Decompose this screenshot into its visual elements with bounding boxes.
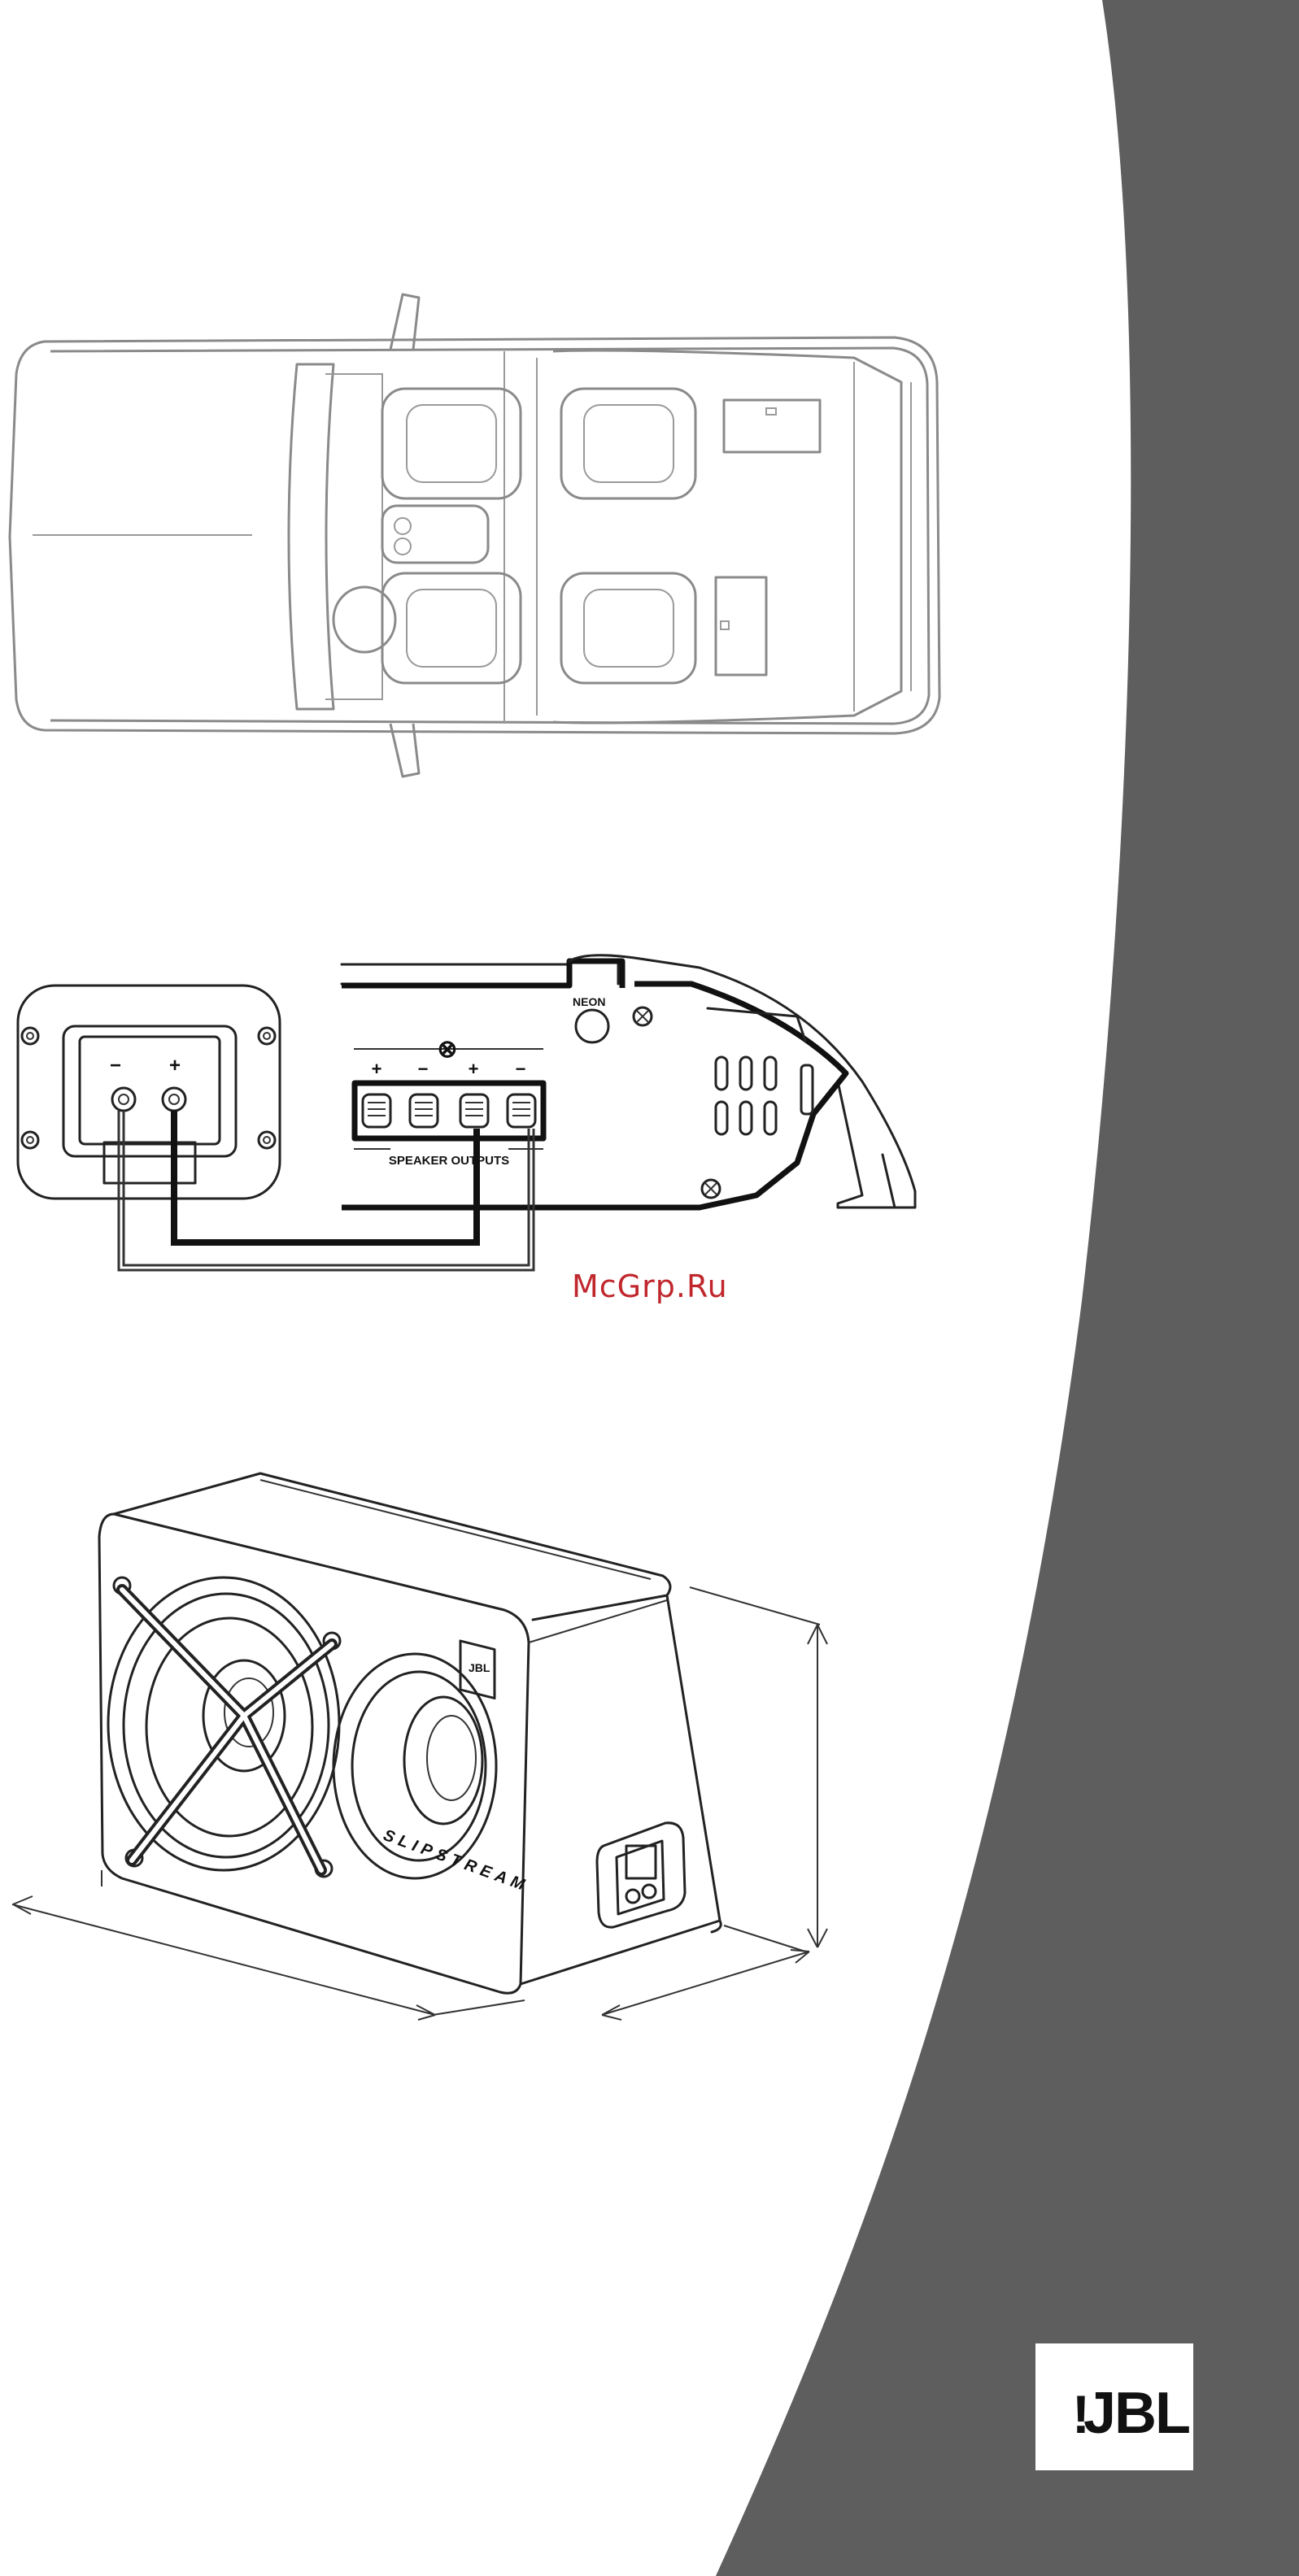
subwoofer-terminal-cup: − + xyxy=(18,986,280,1199)
enclosure-badge-text: JBL xyxy=(469,1661,490,1674)
amp-terminal-sign-4: − xyxy=(516,1059,526,1079)
amp-neon-label: NEON xyxy=(573,995,605,1008)
terminal-screw-icon xyxy=(508,1094,535,1127)
enclosure-drawing: SLIPSTREAM JBL xyxy=(12,1473,827,2020)
windshield xyxy=(289,364,333,709)
amp-ground-symbol: ⊗ xyxy=(437,1036,457,1063)
slipstream-port: SLIPSTREAM xyxy=(333,1654,531,1895)
screw-icon xyxy=(702,1180,720,1198)
speaker-output-terminal-block xyxy=(355,1083,543,1138)
rear-seat-right xyxy=(561,573,695,683)
amp-speaker-outputs-label: SPEAKER OUTPUTS xyxy=(389,1154,509,1168)
wiring-diagram: − + NEON xyxy=(18,955,915,1270)
amp-terminal-sign-2: − xyxy=(418,1059,429,1079)
enclosure-front-face xyxy=(99,1514,529,1993)
negative-speaker-wire xyxy=(119,1111,534,1270)
mirror-left xyxy=(390,294,419,350)
sub-terminal-positive xyxy=(163,1088,185,1111)
steering-wheel xyxy=(333,587,395,652)
sub-terminal-negative xyxy=(112,1088,135,1111)
amplifier-body: NEON ⊗ + − + − xyxy=(342,955,915,1208)
terminal-screw-icon xyxy=(363,1094,390,1127)
dimension-lines xyxy=(12,1587,827,2020)
watermark-text: McGrp.Ru xyxy=(572,1268,728,1304)
port-ring-text: SLIPSTREAM xyxy=(381,1826,531,1895)
vehicle-top-view-diagram xyxy=(10,294,939,777)
grey-side-panel xyxy=(716,0,1299,2576)
amp-terminal-sign-1: + xyxy=(372,1059,382,1079)
terminal-screw-icon xyxy=(460,1094,488,1127)
neon-indicator xyxy=(576,1010,608,1042)
sub-terminal-sign-minus: − xyxy=(110,1055,121,1077)
front-seat-left xyxy=(382,389,521,498)
front-seat-right xyxy=(382,573,521,683)
sub-terminal-sign-plus: + xyxy=(169,1055,181,1077)
cargo-subwoofer xyxy=(716,577,766,675)
screw-icon xyxy=(634,1007,652,1025)
jbl-logo-text: JBL xyxy=(1083,2381,1189,2446)
terminal-screw-icon xyxy=(410,1094,438,1127)
heatsink-fins xyxy=(716,1057,813,1134)
jbl-logo: ! JBL xyxy=(1035,2343,1193,2470)
enclosure-terminal-cup xyxy=(597,1823,685,1927)
amp-terminal-sign-3: + xyxy=(469,1059,479,1079)
rear-seat-left xyxy=(561,389,695,498)
